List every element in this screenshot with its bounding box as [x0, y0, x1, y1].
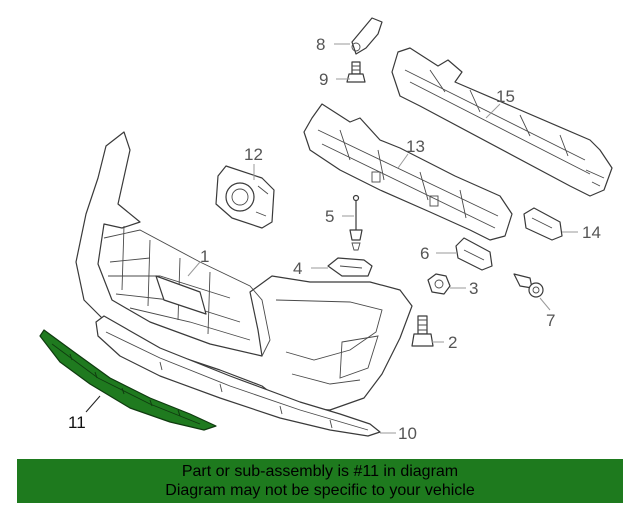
part-5-push-pin — [349, 194, 363, 251]
callout-11: 11 — [68, 413, 86, 432]
part-3-flange-nut — [427, 273, 451, 295]
callout-6: 6 — [420, 244, 429, 263]
part-11-highlighted-strip — [39, 329, 217, 431]
part-2-bolt — [411, 315, 434, 347]
callout-7: 7 — [546, 311, 555, 330]
callout-5: 5 — [325, 207, 334, 226]
part-15-reinforcement-beam — [391, 47, 613, 197]
banner-line-part-number: Part or sub-assembly is #11 in diagram — [181, 463, 459, 480]
info-banner: Part or sub-assembly is #11 in diagram D… — [17, 459, 623, 503]
callout-4: 4 — [293, 259, 302, 278]
callout-8: 8 — [316, 35, 325, 54]
callout-15: 15 — [496, 87, 515, 106]
part-13-energy-absorber — [303, 103, 513, 241]
banner-line-disclaimer: Diagram may not be specific to your vehi… — [165, 482, 475, 499]
callout-9: 9 — [319, 70, 328, 89]
callout-labels: 8 9 15 12 13 5 14 6 4 1 3 7 2 10 11 — [68, 35, 601, 443]
part-8-bracket — [351, 17, 383, 55]
callout-10: 10 — [398, 424, 417, 443]
exploded-parts-diagram: 8 9 15 12 13 5 14 6 4 1 3 7 2 10 11 — [39, 17, 613, 443]
part-14-trim-bracket — [523, 207, 563, 241]
callout-14: 14 — [582, 223, 601, 242]
callout-1: 1 — [200, 247, 209, 266]
part-4-retainer-clip — [327, 257, 373, 277]
part-6-guide-bracket — [455, 237, 493, 271]
part-12-fog-lamp-bracket — [215, 165, 275, 229]
callout-3: 3 — [469, 279, 478, 298]
callout-2: 2 — [448, 333, 457, 352]
part-7-screw — [513, 273, 544, 298]
leader-lines — [85, 43, 578, 434]
callout-13: 13 — [406, 137, 425, 156]
part-10-lower-lip — [95, 315, 381, 437]
callout-12: 12 — [244, 145, 263, 164]
